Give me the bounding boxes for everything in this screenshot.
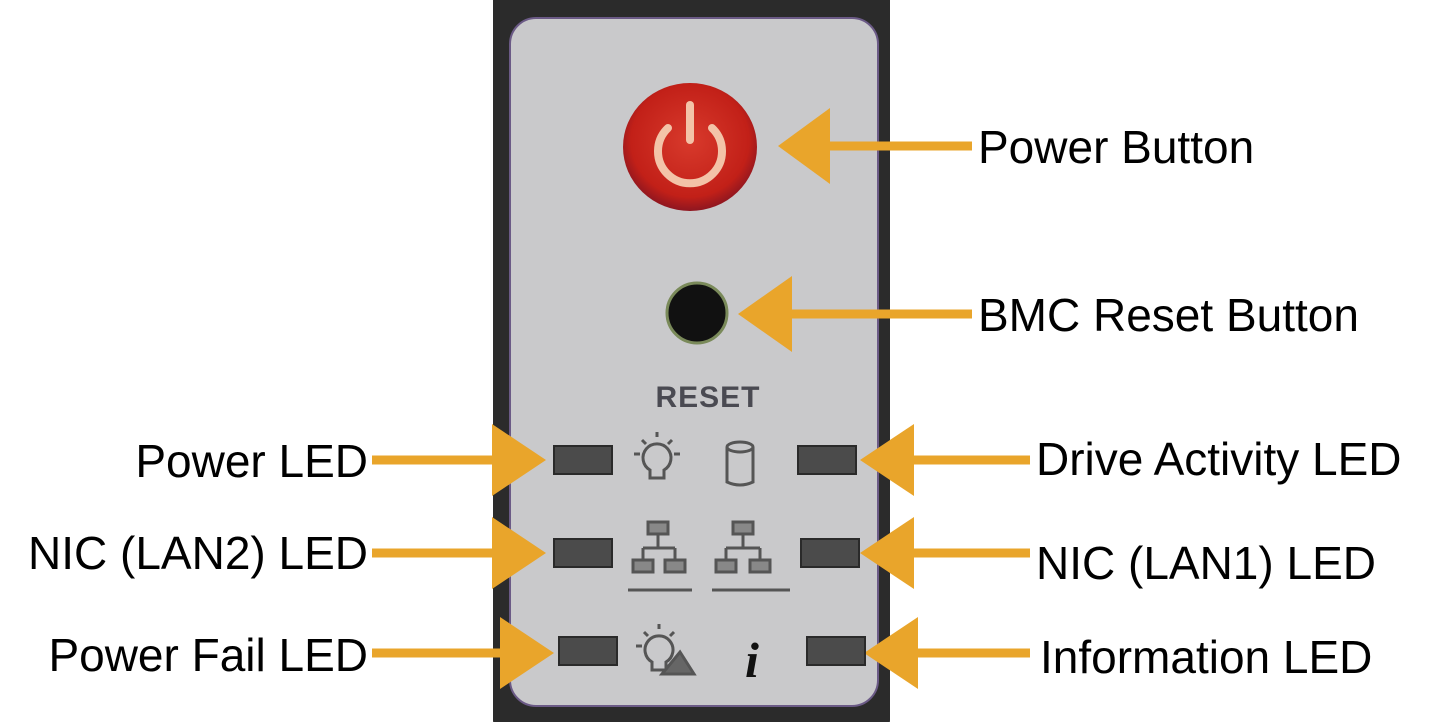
label-power-fail-led: Power Fail LED <box>48 629 368 681</box>
power-fail-led <box>558 636 618 666</box>
label-power-led: Power LED <box>135 435 368 487</box>
information-led <box>806 636 866 666</box>
nic-lan2-led <box>553 538 613 568</box>
nic-lan1-led <box>800 538 860 568</box>
label-nic-lan2-led: NIC (LAN2) LED <box>28 527 368 579</box>
label-drive-activity-led: Drive Activity LED <box>1036 433 1402 485</box>
power-led <box>553 445 613 475</box>
svg-text:i: i <box>745 632 759 688</box>
power-icon <box>654 124 726 188</box>
label-nic-lan1-led: NIC (LAN1) LED <box>1036 537 1376 589</box>
label-bmc-reset-button: BMC Reset Button <box>978 289 1359 341</box>
drive-activity-led <box>797 445 857 475</box>
drive-cylinder-icon <box>725 440 755 487</box>
power-led-bulb-icon <box>634 432 680 480</box>
control-panel-plate <box>509 17 879 707</box>
callout-arrows <box>372 108 1030 689</box>
power-button[interactable] <box>623 83 757 211</box>
network-lan1-icon <box>712 520 790 592</box>
information-icon: i <box>745 632 759 688</box>
reset-label: RESET <box>655 381 761 414</box>
network-lan2-icon <box>628 520 692 592</box>
bmc-reset-button[interactable] <box>665 281 729 345</box>
label-information-led: Information LED <box>1040 631 1373 683</box>
power-fail-bulb-icon <box>636 624 697 676</box>
label-power-button: Power Button <box>978 121 1255 173</box>
